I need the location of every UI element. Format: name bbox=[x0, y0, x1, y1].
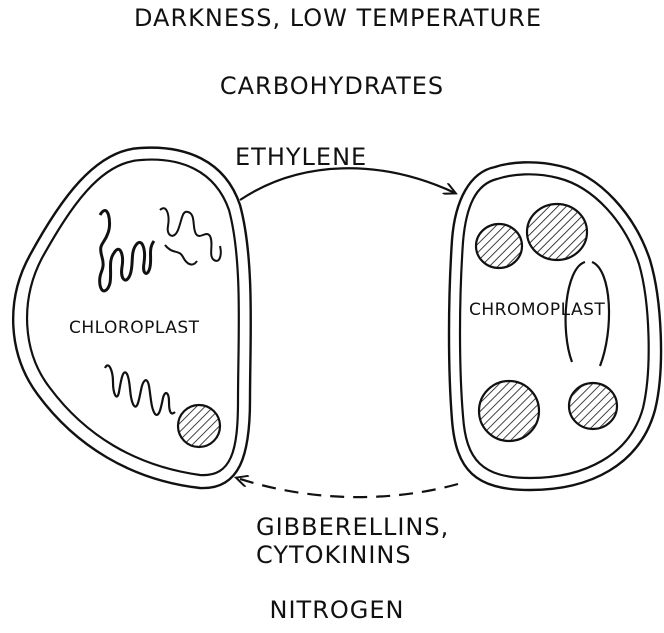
gibberellins-dashed-arrow bbox=[237, 478, 458, 497]
hormones-label: GIBBERELLINS, CYTOKININS bbox=[256, 513, 449, 569]
cytokinins-label: CYTOKININS bbox=[256, 541, 449, 569]
chromoplast-label: CHROMOPLAST bbox=[469, 300, 605, 320]
chloroplast-globule bbox=[178, 405, 220, 447]
nitrogen-label: NITROGEN bbox=[0, 596, 664, 624]
chromoplast-globule-1 bbox=[476, 224, 522, 268]
chromoplast-globule-4 bbox=[569, 383, 617, 429]
ethylene-arrow bbox=[240, 168, 455, 200]
chromoplast-cell bbox=[449, 162, 661, 490]
gibberellins-label: GIBBERELLINS, bbox=[256, 513, 449, 541]
chromoplast-globule-2 bbox=[527, 204, 587, 260]
ethylene-label: ETHYLENE bbox=[235, 143, 367, 171]
thylakoid-grana-2 bbox=[160, 208, 221, 264]
thylakoid-grana-3 bbox=[105, 365, 175, 415]
thylakoid-grana-1 bbox=[100, 210, 154, 290]
chromoplast-globule-3 bbox=[479, 381, 539, 441]
chloroplast-label: CHLOROPLAST bbox=[69, 318, 200, 338]
condition-label-top: DARKNESS, LOW TEMPERATURE bbox=[0, 4, 664, 32]
carbohydrates-label: CARBOHYDRATES bbox=[0, 72, 664, 100]
